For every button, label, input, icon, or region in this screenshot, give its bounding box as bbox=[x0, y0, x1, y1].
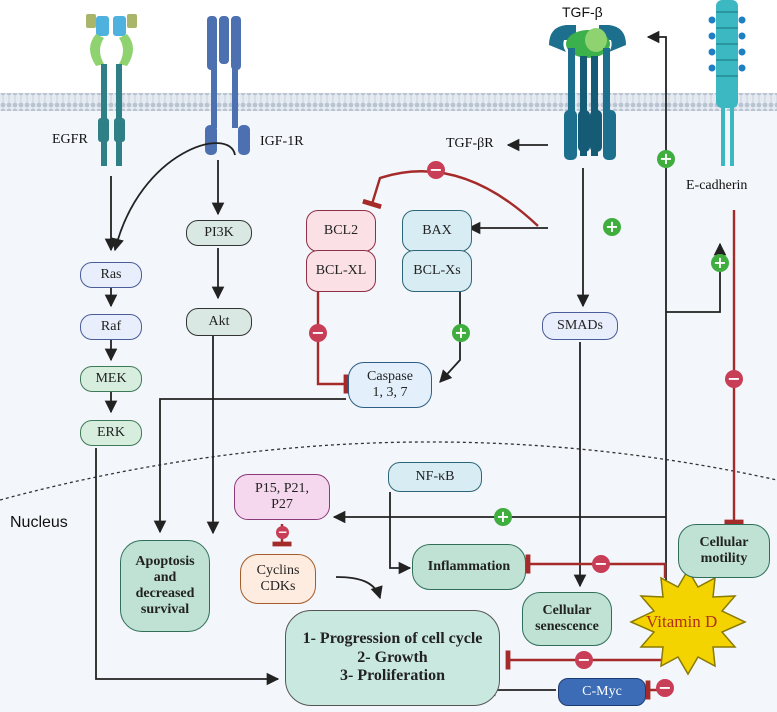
minus-cyclins-inhibition: − bbox=[276, 525, 289, 539]
nucleus-label: Nucleus bbox=[10, 514, 68, 531]
caspase-node: Caspase 1, 3, 7 bbox=[348, 362, 432, 408]
egfr-label: EGFR bbox=[52, 132, 88, 147]
vitamin-d-star bbox=[629, 568, 747, 676]
minus-motility-inhibition: − bbox=[725, 370, 743, 388]
erk-node: ERK bbox=[80, 420, 142, 446]
plus-ecadherin-activation: + bbox=[711, 254, 729, 272]
mek-node: MEK bbox=[80, 366, 142, 392]
tgfbr-receptor bbox=[549, 25, 626, 160]
bcl2-node: BCL2 bbox=[306, 210, 376, 252]
vitamin-d-label: Vitamin D bbox=[646, 612, 718, 631]
bclxs-node: BCL-Xs bbox=[402, 250, 472, 292]
tgfb-label: TGF-β bbox=[562, 4, 603, 20]
cyclins-node: Cyclins CDKs bbox=[240, 554, 316, 604]
plus-bax-activation: + bbox=[603, 218, 621, 236]
igf1r-receptor bbox=[205, 16, 250, 155]
akt-node: Akt bbox=[186, 308, 252, 336]
nfkb-node: NF-κB bbox=[388, 462, 482, 492]
smads-node: SMADs bbox=[542, 312, 618, 340]
cell-cycle-outcome: 1- Progression of cell cycle 2- Growth 3… bbox=[285, 610, 500, 706]
minus-cmyc-inhibition: − bbox=[656, 679, 674, 697]
inflammation-outcome: Inflammation bbox=[412, 544, 526, 590]
bax-node: BAX bbox=[402, 210, 472, 252]
cmyc-node: C-Myc bbox=[558, 678, 646, 706]
cdk-inhibitors-node: P15, P21, P27 bbox=[234, 474, 330, 520]
minus-inflammation-inhibition: − bbox=[592, 555, 610, 573]
senescence-outcome: Cellular senescence bbox=[522, 592, 612, 646]
motility-outcome: Cellular motility bbox=[678, 524, 770, 578]
ecadherin-receptor bbox=[708, 0, 746, 166]
pi3k-node: PI3K bbox=[186, 220, 252, 246]
tgfbr-label: TGF-βR bbox=[446, 136, 494, 151]
bclxl-node: BCL-XL bbox=[306, 250, 376, 292]
egfr-receptor bbox=[86, 14, 137, 166]
minus-cell-cycle-inhibition: − bbox=[575, 651, 593, 669]
minus-bcl2-inhibition: − bbox=[427, 161, 445, 179]
nucleus-boundary bbox=[0, 441, 777, 501]
igf1r-label: IGF-1R bbox=[260, 134, 304, 149]
apoptosis-outcome: Apoptosis and decreased survival bbox=[120, 540, 210, 632]
plus-p15-activation: + bbox=[494, 508, 512, 526]
ecadherin-label: E-cadherin bbox=[686, 178, 748, 193]
minus-caspase-inhibition: − bbox=[309, 324, 327, 342]
plus-tgfb-activation: + bbox=[657, 150, 675, 168]
plus-caspase-activation: + bbox=[452, 324, 470, 342]
raf-node: Raf bbox=[80, 314, 142, 340]
ras-node: Ras bbox=[80, 262, 142, 288]
